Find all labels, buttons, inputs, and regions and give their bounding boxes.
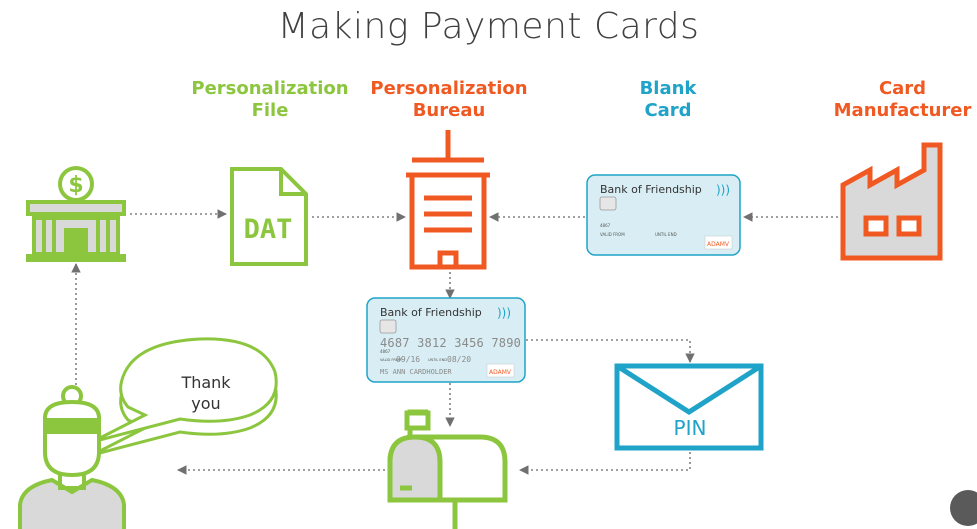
envelope-pin-label: PIN	[674, 416, 707, 440]
brand-logo-box	[486, 363, 515, 378]
bank-icon	[26, 166, 126, 262]
page-title: Making Payment Cards	[277, 6, 700, 47]
mailbox-icon	[387, 409, 508, 529]
blank-card: Bank of Friendship ))) 4867 VALID FROM U…	[586, 174, 741, 256]
label-card-manufacturer: Card Manufacturer	[830, 78, 975, 122]
blank-card-brand: ADAMV	[707, 241, 730, 248]
label-line: Personalization	[370, 78, 528, 99]
play-button[interactable]	[950, 490, 977, 526]
blank-card-small-number: 4867	[600, 223, 611, 228]
pin-envelope-icon	[614, 363, 764, 451]
arrow-card-to-envelope	[526, 339, 695, 363]
speech-bubble	[91, 337, 278, 457]
label-personalization-bureau: Personalization Bureau	[364, 78, 534, 122]
card-brand: ADAMV	[489, 369, 512, 376]
brand-logo-box	[704, 235, 733, 250]
card-holder-name: MS ANN CARDHOLDER	[380, 368, 452, 376]
label-line: Manufacturer	[833, 100, 972, 121]
connectors	[71, 209, 838, 475]
label-line: Personalization	[191, 78, 349, 99]
customer-icon	[18, 385, 126, 529]
card-valid-thru-label: UNTIL END	[428, 358, 447, 362]
card-valid-from: 09/16	[396, 355, 420, 364]
dollar-sign-icon: $	[68, 173, 83, 198]
label-personalization-file: Personalization File	[185, 78, 355, 122]
card-small-number: 4867	[380, 349, 391, 354]
chip-icon	[379, 319, 397, 334]
label-line: File	[251, 100, 289, 121]
contactless-icon: )))	[497, 306, 511, 320]
file-type-label: DAT	[244, 214, 293, 245]
label-line: Bureau	[412, 100, 486, 121]
contactless-icon: )))	[716, 183, 730, 197]
card-valid-from-label: VALID FROM	[380, 358, 402, 362]
arrow-envelope-to-mailbox	[519, 452, 691, 475]
label-line: Card	[878, 78, 927, 99]
label-blank-card: Blank Card	[608, 78, 728, 122]
chip-icon	[599, 196, 617, 211]
file-icon	[230, 167, 308, 266]
personalized-card: Bank of Friendship ))) 4687 3812 3456 78…	[366, 297, 526, 383]
label-line: Card	[644, 100, 692, 121]
blank-card-valid-from: VALID FROM	[600, 232, 625, 237]
card-bank-name: Bank of Friendship	[380, 306, 482, 319]
blank-card-valid-thru: UNTIL END	[655, 232, 677, 237]
speech-bubble-text: Thank you	[158, 372, 254, 414]
blank-card-bank-name: Bank of Friendship	[600, 183, 702, 196]
factory-icon	[840, 142, 943, 261]
bureau-building-icon	[406, 130, 490, 270]
bubble-line: Thank	[181, 373, 231, 392]
card-number: 4687 3812 3456 7890	[380, 336, 521, 350]
card-valid-thru: 08/20	[447, 355, 471, 364]
bubble-line: you	[191, 394, 221, 413]
label-line: Blank	[639, 78, 697, 99]
